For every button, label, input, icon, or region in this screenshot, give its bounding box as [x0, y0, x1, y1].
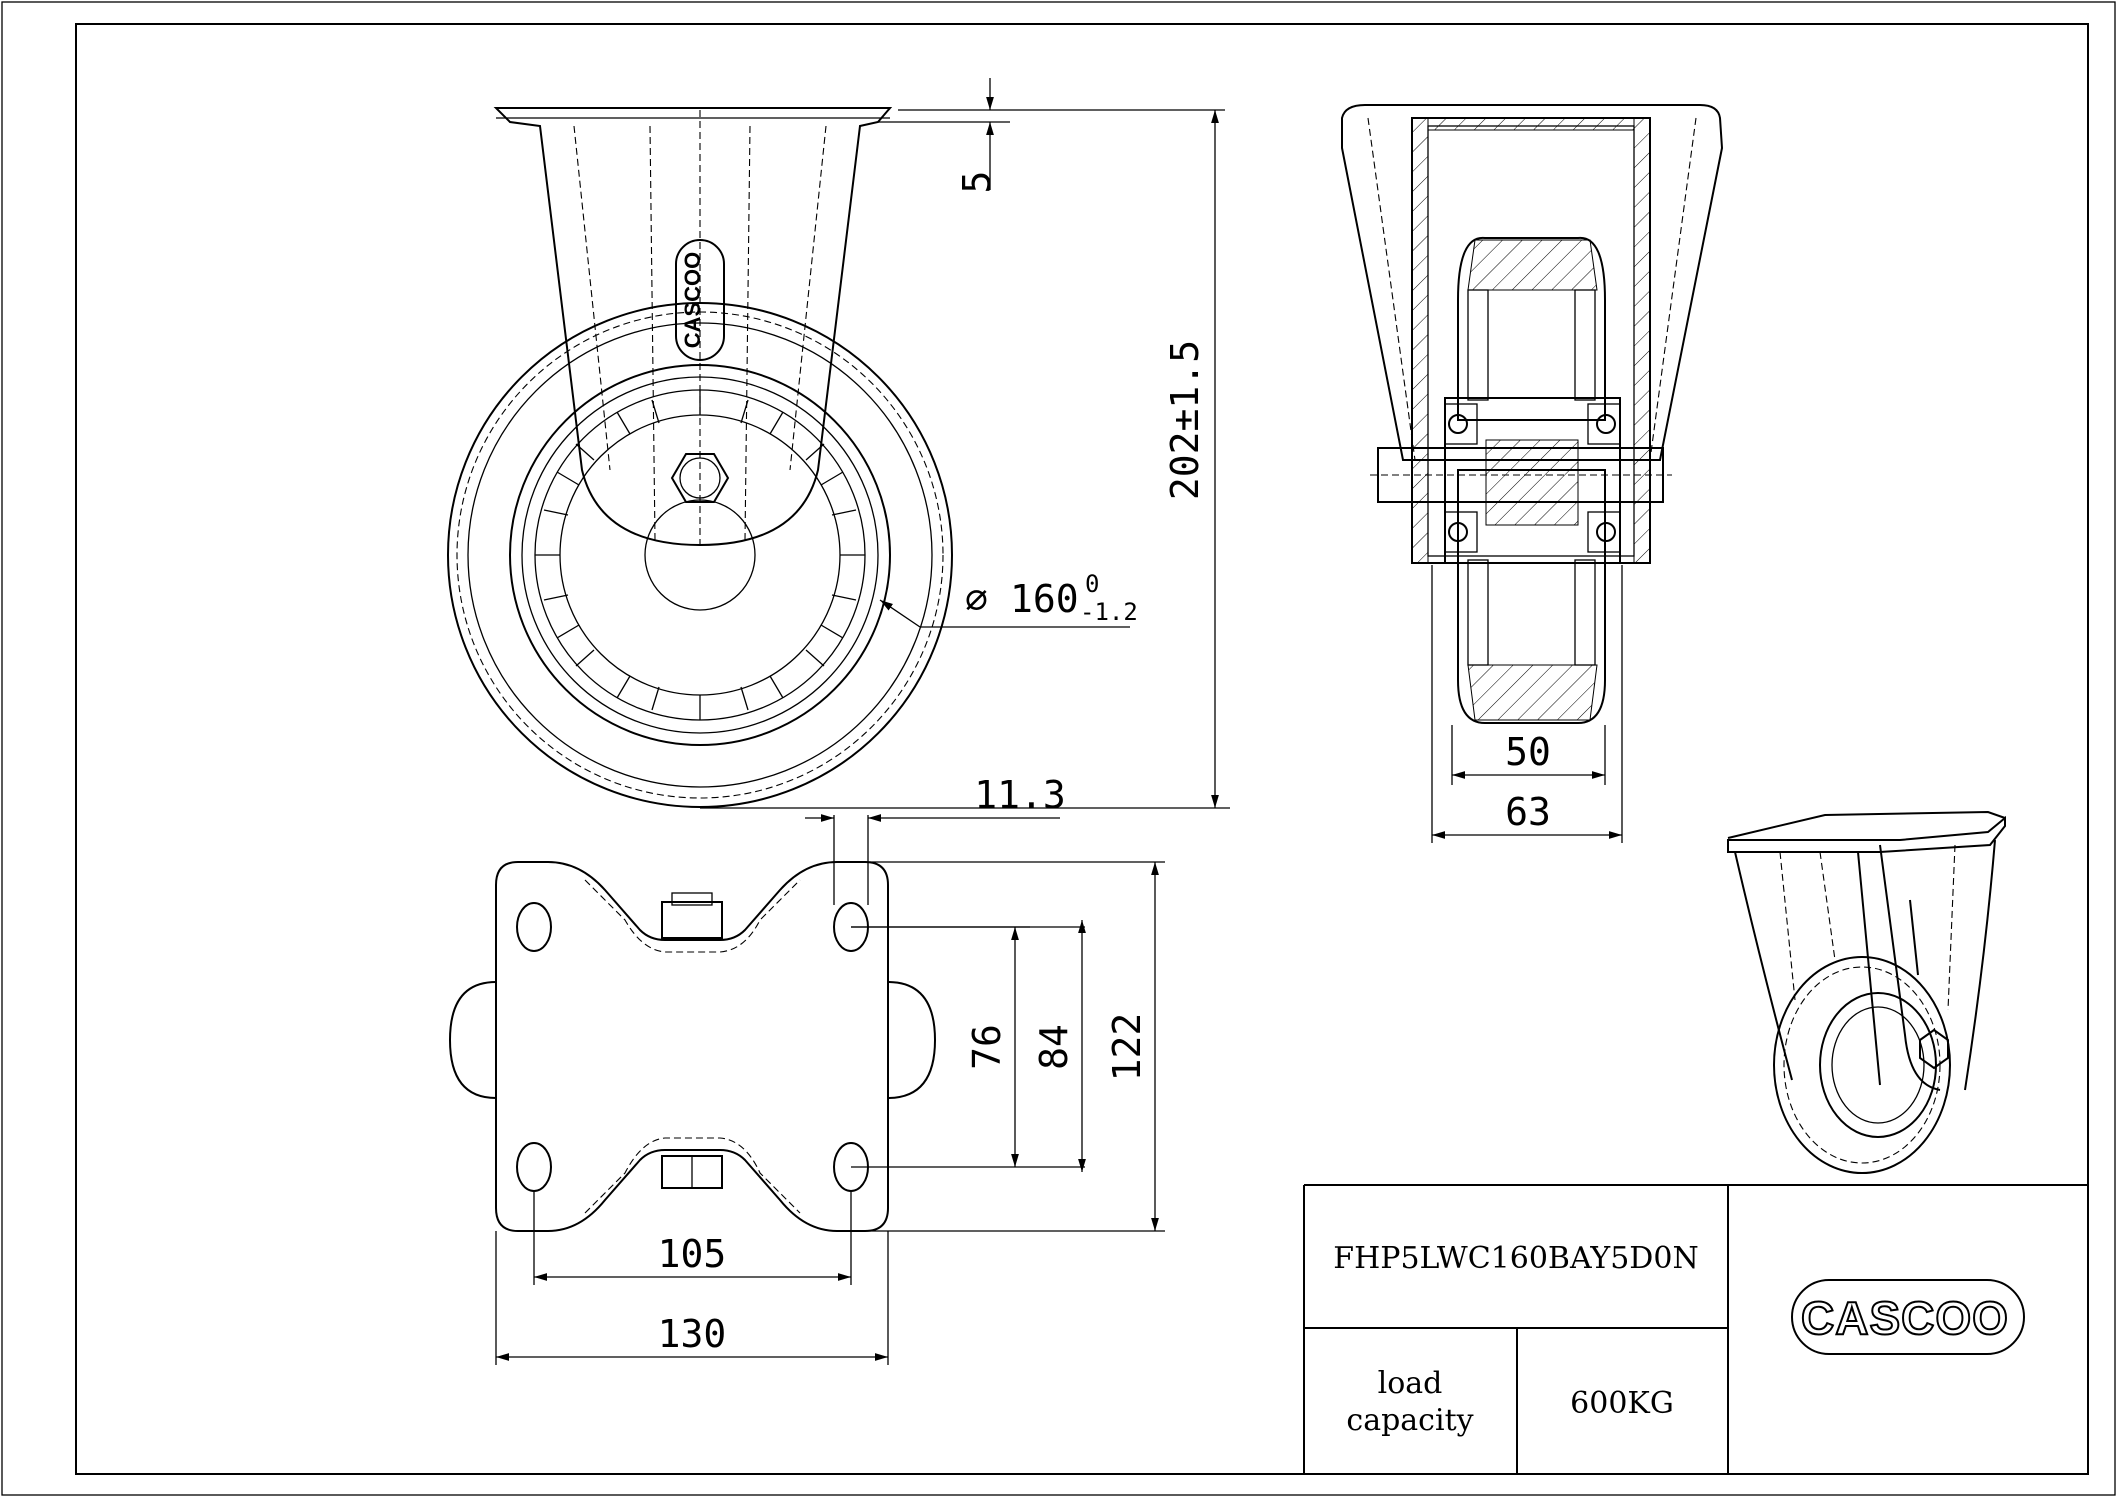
front-logo-text: CASCOO	[680, 252, 705, 349]
top-view-dimensions: 11.3 76 84 122 105 130	[495, 773, 1165, 1365]
title-block: FHP5LWC160BAY5D0N load capacity 600KG CA…	[1303, 1184, 2088, 1474]
front-view: CASCOO	[447, 107, 953, 808]
load-capacity-label-line2: capacity	[1346, 1403, 1473, 1438]
bolt-spacing-long-dim: 84	[1032, 1024, 1076, 1070]
top-view	[448, 861, 937, 1232]
side-section-view	[1341, 104, 1724, 724]
bolt-spacing-width-dim: 105	[658, 1232, 727, 1276]
part-number: FHP5LWC160BAY5D0N	[1333, 1241, 1698, 1276]
isometric-view	[1727, 810, 2006, 1174]
bolt-spacing-short-dim: 76	[965, 1024, 1009, 1070]
overall-height-dim: 202±1.5	[1163, 340, 1207, 500]
slot-width-dim: 11.3	[974, 773, 1066, 817]
drawing-frame	[75, 23, 2089, 1475]
diameter-symbol: ∅	[965, 577, 988, 621]
brand-logo	[1791, 1279, 2025, 1355]
plate-thickness-dim: 5	[955, 171, 999, 194]
wheel-tol-upper: 0	[1085, 570, 1099, 598]
wheel-tol-lower: -1.2	[1080, 598, 1138, 626]
tread-width-dim: 50	[1505, 730, 1551, 774]
plate-width-dim: 130	[658, 1312, 727, 1356]
front-dimensions: 5 202±1.5 ∅ 160 0 -1.2	[700, 78, 1230, 809]
hub-width-dim: 63	[1505, 790, 1551, 834]
plate-length-dim: 122	[1105, 1013, 1149, 1082]
brand-logo-text: CASCOO	[1801, 1292, 2009, 1344]
load-capacity-value: 600KG	[1570, 1386, 1674, 1421]
wheel-diameter-dim: 160	[1010, 577, 1079, 621]
side-dimensions: 50 63	[1431, 565, 1623, 843]
load-capacity-label-line1: load	[1378, 1366, 1443, 1401]
